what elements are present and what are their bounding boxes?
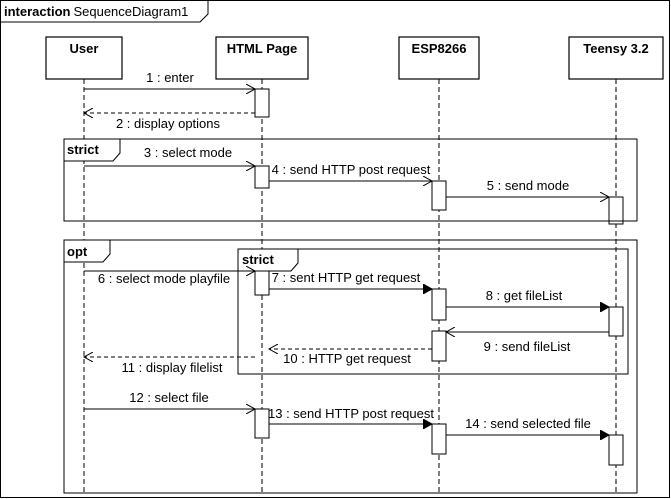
- activation-html-4: [254, 408, 270, 439]
- lifeline-label-teensy: Teensy 3.2: [583, 41, 649, 56]
- message-label-7: 7 : sent HTTP get request: [272, 270, 421, 285]
- activation-html-1: [254, 88, 270, 118]
- message-label-14: 14 : send selected file: [465, 416, 591, 431]
- activation-teensy-1: [608, 196, 624, 225]
- message-label-9: 9 : send fileList: [484, 339, 571, 354]
- activation-esp-1: [431, 180, 447, 211]
- message-label-3: 3 : select mode: [144, 145, 232, 160]
- message-label-2: 2 : display options: [116, 116, 221, 131]
- lifeline-label-user: User: [70, 41, 99, 56]
- fragment-strict-2-label: strict: [242, 252, 274, 267]
- fragment-strict-1-label: strict: [67, 142, 99, 157]
- message-label-1: 1 : enter: [146, 70, 194, 85]
- message-label-13: 13 : send HTTP post request: [268, 406, 434, 421]
- lifeline-label-esp8266: ESP8266: [412, 41, 467, 56]
- message-label-5: 5 : send mode: [487, 178, 569, 193]
- fragment-opt: [63, 239, 638, 494]
- activation-esp-3: [431, 330, 447, 362]
- fragment-opt-label: opt: [67, 244, 88, 259]
- activation-html-2: [254, 165, 270, 189]
- message-label-10: 10 : HTTP get request: [283, 351, 411, 366]
- message-label-11: 11 : display filelist: [122, 360, 223, 375]
- lifeline-label-html-page: HTML Page: [227, 41, 298, 56]
- fragment-strict-2-tab: [237, 248, 299, 272]
- fragment-opt-tab: [63, 239, 111, 263]
- message-label-4: 4 : send HTTP post request: [272, 162, 431, 177]
- activation-esp-4: [431, 423, 447, 455]
- message-label-6: 6 : select mode playfile: [98, 271, 230, 286]
- lifeline-head-teensy: [568, 36, 664, 80]
- activation-teensy-3: [608, 434, 624, 466]
- fragment-strict-1: [63, 138, 638, 222]
- lifeline-head-html-page: [215, 36, 309, 80]
- lifeline-head-user: [45, 36, 123, 80]
- activation-html-3: [254, 270, 270, 296]
- activation-esp-2: [431, 288, 447, 321]
- interaction-frame-tab: [0, 0, 209, 23]
- activation-teensy-2: [608, 306, 624, 337]
- fragment-strict-2: [237, 248, 629, 375]
- message-label-8: 8 : get fileList: [486, 288, 563, 303]
- fragment-strict-1-tab: [63, 138, 121, 162]
- message-label-12: 12 : select file: [129, 390, 209, 405]
- lifeline-head-esp8266: [398, 36, 480, 80]
